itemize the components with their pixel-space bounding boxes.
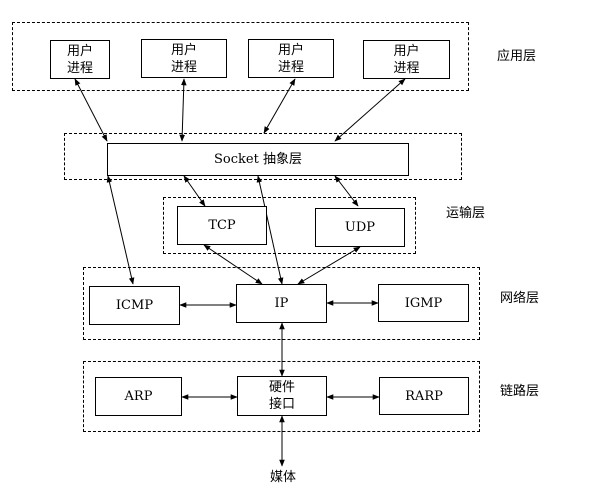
- icmp-box: ICMP: [89, 286, 180, 325]
- arrow-udp-ip: [297, 246, 361, 285]
- arrow-socket-ip: [256, 175, 284, 285]
- user-process-box-2: 用户 进程: [141, 39, 227, 78]
- application-layer-region: [12, 22, 469, 91]
- igmp-box: IGMP: [378, 284, 469, 322]
- application-layer-label: 应用层: [497, 49, 537, 64]
- hardware-interface-box: 硬件 接口: [237, 376, 327, 416]
- link-layer-label: 链路层: [500, 384, 540, 399]
- user-process-box-3: 用户 进程: [248, 39, 334, 78]
- arrow-process4-socket: [334, 78, 406, 142]
- transport-layer-label: 运输层: [446, 206, 486, 221]
- arrow-tcp-ip: [203, 244, 263, 285]
- arrow-process3-socket: [263, 78, 296, 134]
- arrow-process1-socket: [74, 78, 108, 142]
- arrow-process2-socket: [179, 78, 187, 142]
- media-label: 媒体: [270, 470, 297, 485]
- arrow-socket-tcp: [183, 175, 206, 207]
- user-process-box-4: 用户 进程: [363, 40, 450, 79]
- udp-box: UDP: [315, 208, 405, 247]
- arrow-socket-icmp: [106, 175, 135, 285]
- rarp-box: RARP: [379, 377, 469, 415]
- network-layer-label: 网络层: [500, 291, 540, 306]
- socket-abstraction-box: Socket 抽象层: [107, 143, 409, 176]
- arrow-socket-udp: [334, 175, 359, 207]
- arp-box: ARP: [95, 377, 182, 416]
- user-process-box-1: 用户 进程: [50, 40, 110, 79]
- transport-layer-region: [163, 197, 416, 254]
- ip-box: IP: [236, 284, 327, 323]
- tcp-box: TCP: [177, 206, 267, 245]
